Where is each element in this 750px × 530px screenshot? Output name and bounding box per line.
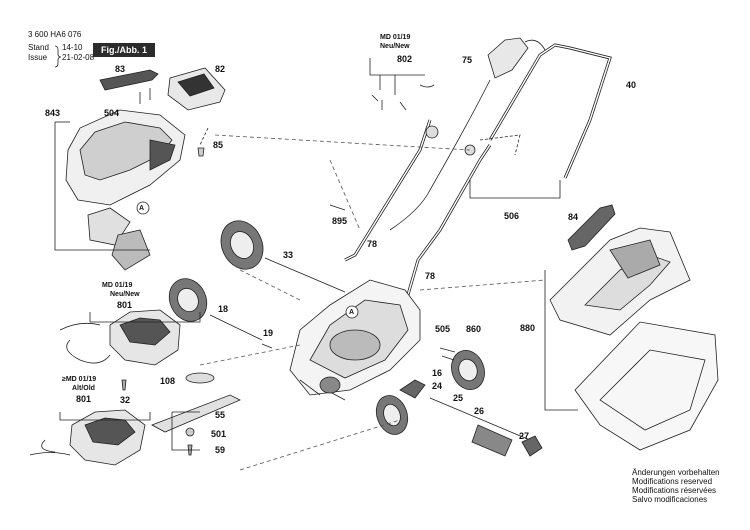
callout-75: 75 <box>462 55 473 65</box>
callout-55: 55 <box>215 410 226 420</box>
callout-802: 802 <box>397 54 413 64</box>
part-33-axle <box>264 257 346 293</box>
version-note-mid-md: MD 01/19 <box>102 282 133 289</box>
callout-504: 504 <box>104 108 120 118</box>
callout-860: 860 <box>466 324 482 334</box>
disclaimer-de: Änderungen vorbehalten <box>632 468 720 477</box>
part-84-bag-handle <box>567 204 616 251</box>
stand-value: 14-10 <box>62 43 83 52</box>
version-note-low-md: ≥MD 01/19 <box>62 376 97 383</box>
callout-505: 505 <box>435 324 451 334</box>
version-note-top-md: MD 01/19 <box>380 34 411 41</box>
callout-18: 18 <box>218 304 229 314</box>
callout-82: 82 <box>215 64 226 74</box>
part-78-lower-handle-a <box>344 119 432 262</box>
part-83-grip <box>99 69 159 91</box>
part-18-axle <box>209 314 263 341</box>
version-note-top-neu: Neu/New <box>380 43 410 50</box>
callout-16: 16 <box>432 368 443 378</box>
part-25-axle <box>429 397 531 441</box>
callout-108: 108 <box>160 376 176 386</box>
version-note-mid-neu: Neu/New <box>110 291 140 298</box>
callout-27: 27 <box>519 431 530 441</box>
version-note-low-alt: Alt/Old <box>72 385 95 392</box>
callout-85: 85 <box>213 140 224 150</box>
callout-78-b: 78 <box>425 271 436 281</box>
callout-501: 501 <box>211 429 227 439</box>
callout-506: 506 <box>504 211 520 221</box>
disclaimer-es: Salvo modificaciones <box>632 495 708 504</box>
callout-801-old: 801 <box>76 394 92 404</box>
marker-a-deck: A <box>349 309 355 316</box>
callout-24: 24 <box>432 381 443 391</box>
part-grass-box <box>574 321 719 451</box>
part-75-switch <box>487 37 529 79</box>
part-16-bracket <box>399 379 426 399</box>
part-108-washer <box>185 372 215 384</box>
callout-83: 83 <box>115 64 126 74</box>
issue-label: Issue <box>28 53 48 62</box>
part-27-end <box>521 435 543 457</box>
callout-19: 19 <box>263 328 274 338</box>
part-78-lower-handle-b <box>403 144 492 306</box>
callout-25: 25 <box>453 393 464 403</box>
callout-59: 59 <box>215 445 226 455</box>
callout-26: 26 <box>474 406 485 416</box>
callout-801-new: 801 <box>117 300 133 310</box>
disclaimer-fr: Modifications réservées <box>632 486 717 495</box>
header-brace <box>54 45 62 68</box>
marker-a-housing: A <box>139 205 145 212</box>
doc-number: 3 600 HA6 076 <box>28 30 82 39</box>
disclaimer-en: Modifications reserved <box>632 477 713 486</box>
part-55-blade <box>151 394 241 433</box>
issue-value: 21-02-08 <box>62 53 95 62</box>
callout-33: 33 <box>283 250 294 260</box>
callout-78-a: 78 <box>367 239 378 249</box>
figure-label: Fig./Abb. 1 <box>93 43 155 57</box>
callout-843: 843 <box>45 108 61 118</box>
callout-32: 32 <box>120 395 131 405</box>
callout-40: 40 <box>626 80 637 90</box>
callout-895: 895 <box>332 216 348 226</box>
stand-label: Stand <box>28 43 49 52</box>
callout-880: 880 <box>520 323 536 333</box>
callout-84: 84 <box>568 212 579 222</box>
part-26-roller <box>471 424 513 457</box>
